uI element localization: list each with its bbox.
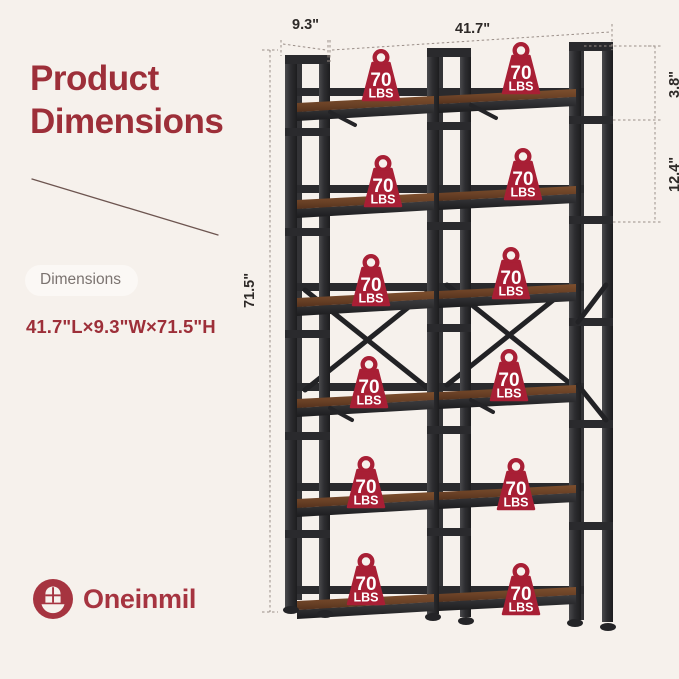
page-title-line-2: Dimensions	[30, 101, 224, 141]
page-title-line-1: Product	[30, 59, 159, 98]
arched-window-circle-icon	[33, 579, 73, 619]
brand-wordmark: Oneinmil	[83, 583, 197, 614]
center-divider-panel	[427, 48, 471, 617]
corner-brackets	[328, 103, 498, 422]
dimensions-pill-label: Dimensions	[25, 265, 138, 296]
left-side-panel	[285, 55, 330, 610]
right-side-panel	[569, 42, 613, 622]
shelf-boards-left-bay	[297, 96, 434, 618]
page-title: Product Dimensions	[30, 58, 260, 143]
shelf-geometry	[283, 42, 616, 631]
feet	[283, 606, 616, 631]
dimensions-value: 41.7"L×9.3"W×71.5"H	[26, 316, 216, 337]
brand-logo: Oneinmil	[32, 578, 196, 620]
